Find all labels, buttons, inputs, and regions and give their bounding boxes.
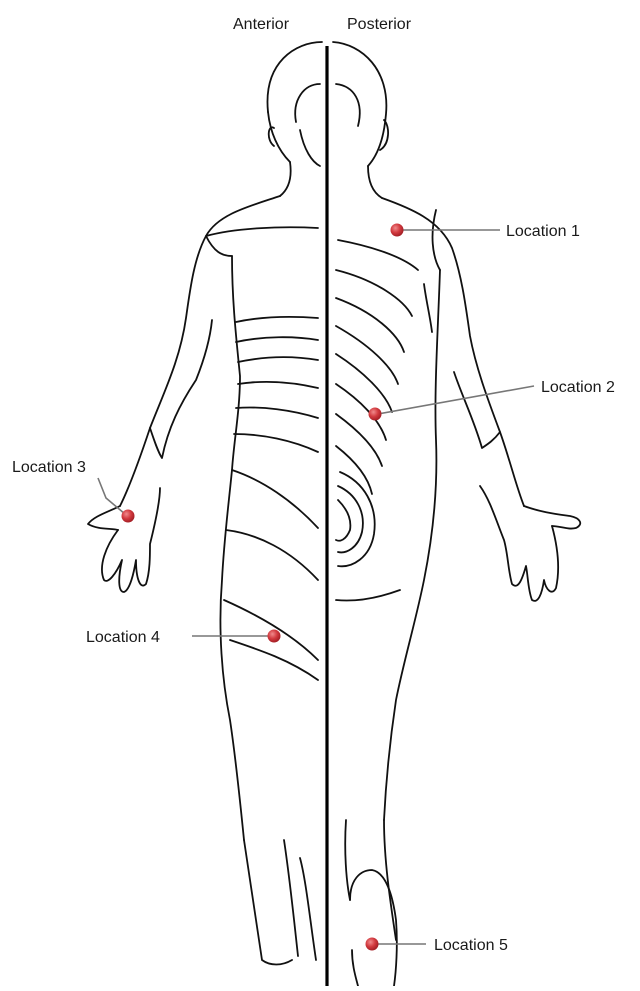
- location-4-annotation: Location 4: [86, 629, 281, 646]
- location-1-marker[interactable]: [391, 224, 404, 237]
- location-5-annotation: Location 5: [366, 937, 508, 954]
- location-3-leader-line: [98, 478, 125, 514]
- body-outline: [88, 42, 580, 986]
- location-3-label: Location 3: [12, 459, 86, 476]
- location-4-marker[interactable]: [268, 630, 281, 643]
- anterior-label: Anterior: [233, 16, 290, 33]
- location-2-leader-line: [378, 386, 534, 414]
- location-2-marker[interactable]: [369, 408, 382, 421]
- location-2-annotation: Location 2: [369, 379, 615, 421]
- location-3-annotation: Location 3: [12, 459, 135, 523]
- location-1-label: Location 1: [506, 223, 580, 240]
- location-5-marker[interactable]: [366, 938, 379, 951]
- posterior-label: Posterior: [347, 16, 412, 33]
- location-2-label: Location 2: [541, 379, 615, 396]
- location-3-marker[interactable]: [122, 510, 135, 523]
- location-1-annotation: Location 1: [391, 223, 580, 240]
- location-5-label: Location 5: [434, 937, 508, 954]
- location-4-label: Location 4: [86, 629, 160, 646]
